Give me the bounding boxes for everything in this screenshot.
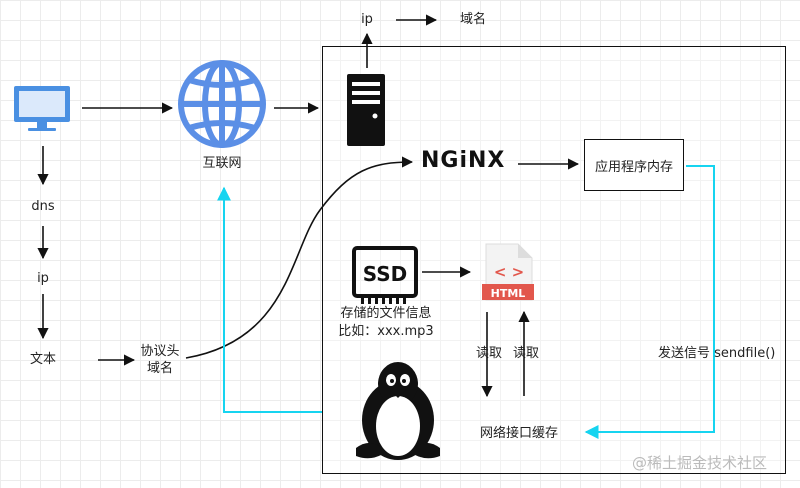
app-memory-box: 应用程序内存 bbox=[584, 139, 684, 191]
watermark-text: @稀土掘金技术社区 bbox=[632, 454, 768, 472]
text-label: 文本 bbox=[29, 352, 56, 367]
cyan-flow-arrows bbox=[217, 165, 715, 439]
server-tower-icon bbox=[347, 74, 385, 146]
ip-label-top: ip bbox=[361, 12, 373, 27]
domain-label-left: 域名 bbox=[146, 361, 173, 376]
linux-penguin-icon bbox=[356, 362, 440, 460]
read-label-2: 读取 bbox=[513, 346, 540, 361]
nginx-logo: NGiNX bbox=[421, 148, 506, 173]
dns-label: dns bbox=[31, 199, 55, 214]
protocol-header-label: 协议头 bbox=[140, 344, 180, 359]
example-file-label: 比如：xxx.mp3 bbox=[338, 324, 434, 339]
read-label-1: 读取 bbox=[476, 346, 503, 361]
internet-label: 互联网 bbox=[202, 156, 242, 171]
arrow-kernel-to-internet bbox=[217, 186, 322, 413]
ip-label-left: ip bbox=[37, 271, 49, 286]
network-buffer-label: 网络接口缓存 bbox=[480, 426, 559, 441]
domain-label-top: 域名 bbox=[460, 12, 487, 27]
computer-monitor-icon bbox=[14, 86, 70, 131]
globe-icon bbox=[178, 60, 266, 148]
ssd-text: SSD bbox=[363, 262, 408, 286]
html-badge-text: HTML bbox=[491, 287, 526, 300]
arrow-sendfile-to-buffer bbox=[584, 165, 715, 439]
app-memory-label: 应用程序内存 bbox=[594, 159, 673, 175]
ssd-drive-icon: SSD bbox=[352, 246, 418, 304]
send-signal-label: 发送信号 sendfile() bbox=[658, 346, 776, 361]
stored-file-info-label: 存储的文件信息 bbox=[340, 306, 432, 321]
html-file-icon: < > HTML bbox=[482, 243, 534, 301]
arrow-protocol-to-nginx bbox=[185, 156, 414, 359]
flow-arrows bbox=[37, 14, 580, 398]
svg-text:< >: < > bbox=[494, 263, 524, 281]
